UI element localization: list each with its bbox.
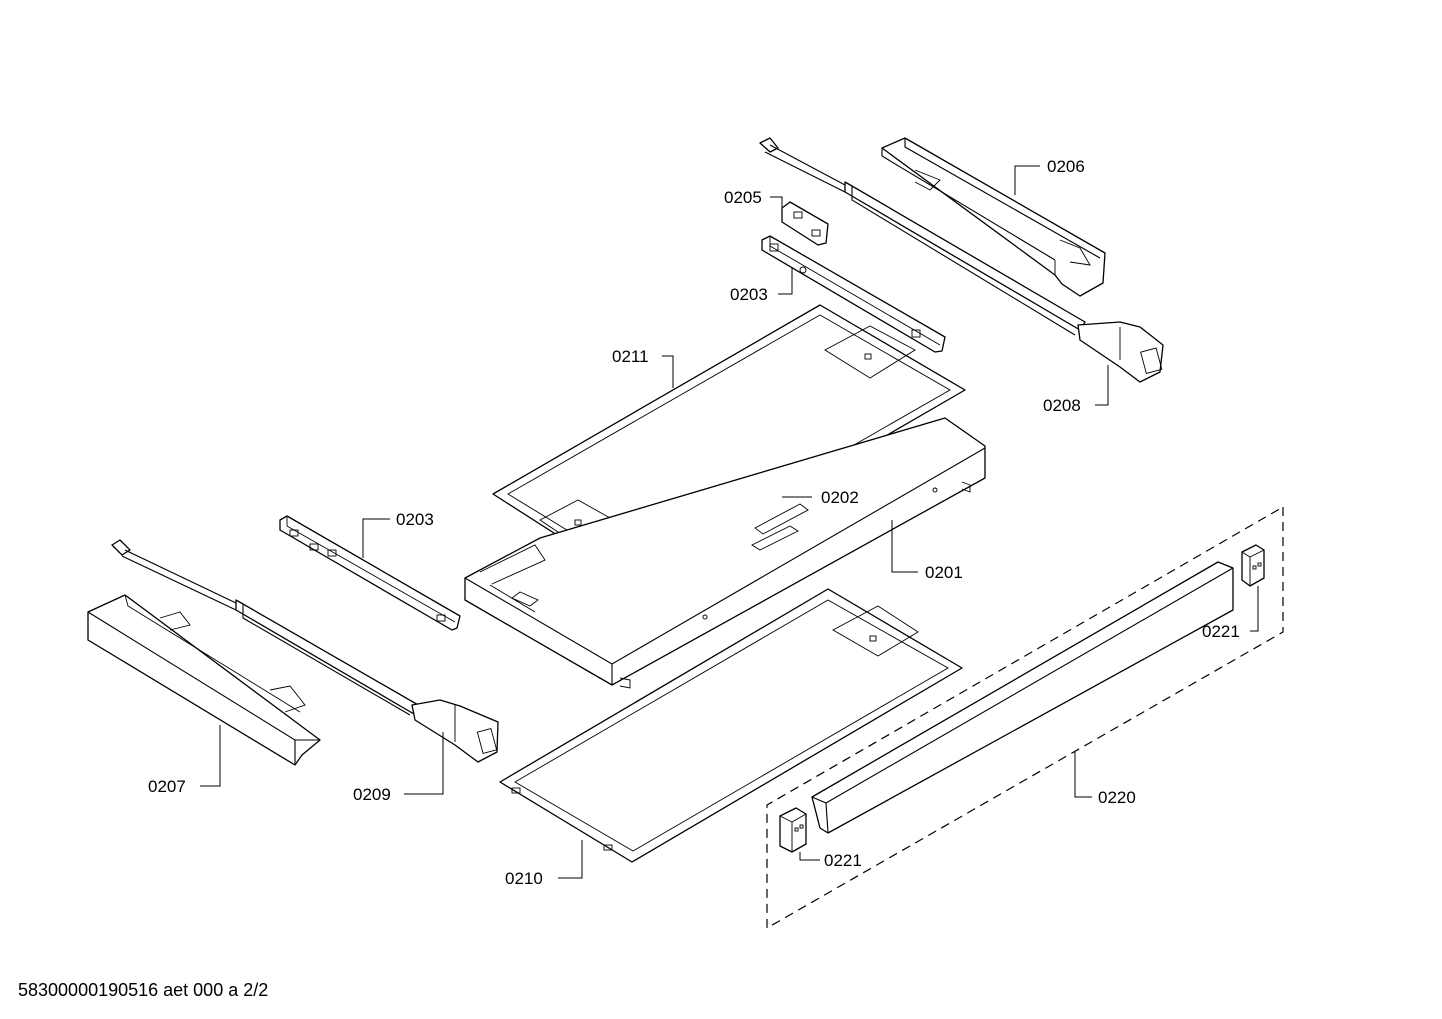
label-0220: 0220 [1098, 788, 1136, 807]
part-0209-rail [111, 539, 499, 763]
label-0207: 0207 [148, 777, 186, 796]
assembly-group-outline [766, 505, 1284, 930]
label-0210: 0210 [505, 869, 543, 888]
label-0203-upper: 0203 [730, 285, 768, 304]
document-id: 58300000190516 aet 000 a 2/2 [18, 980, 269, 1000]
label-0208: 0208 [1043, 396, 1081, 415]
part-0220-trim-bar [811, 561, 1234, 834]
part-0208-rail [759, 137, 1164, 383]
part-0221-end-cap-right [1241, 544, 1265, 587]
part-0206-bracket [881, 137, 1106, 297]
part-0221-end-cap-left [779, 807, 807, 853]
part-0203-lower-bar [279, 515, 461, 631]
label-0205: 0205 [724, 188, 762, 207]
part-0201-tray [464, 417, 986, 689]
label-0202: 0202 [821, 488, 859, 507]
label-0203-lower: 0203 [396, 510, 434, 529]
label-0209: 0209 [353, 785, 391, 804]
label-0221-right: 0221 [1202, 622, 1240, 641]
label-0211: 0211 [612, 347, 649, 366]
part-0210-frame [499, 588, 963, 863]
leader-lines [200, 165, 1259, 879]
part-0207-bracket [87, 594, 321, 766]
label-0221-left: 0221 [824, 851, 862, 870]
part-0205-clip [781, 201, 829, 246]
part-0203-upper-bar [761, 235, 946, 353]
part-labels: 0206 0205 0203 0211 0208 0202 0201 0203 … [148, 157, 1240, 888]
label-0206: 0206 [1047, 157, 1085, 176]
label-0201: 0201 [925, 563, 963, 582]
